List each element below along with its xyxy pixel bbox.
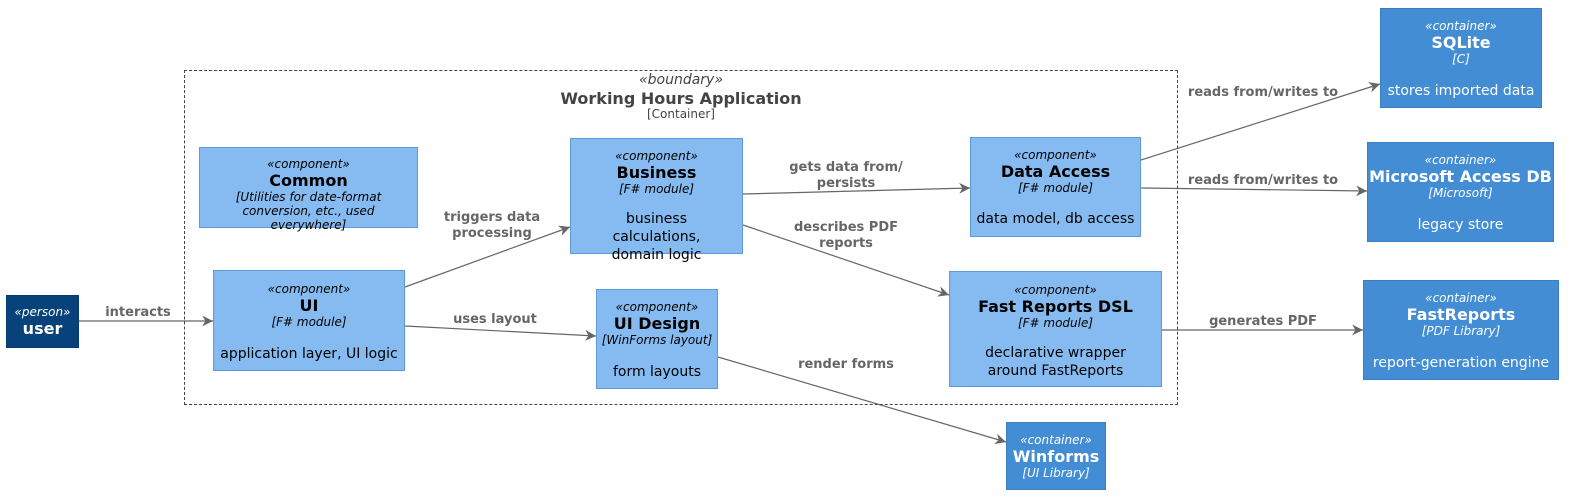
- boundary-stereotype: «boundary»: [639, 72, 723, 88]
- node-name: Data Access: [1000, 162, 1111, 181]
- label-generates-pdf: generates PDF: [1209, 314, 1317, 329]
- node-description: legacy store: [1417, 217, 1504, 233]
- edge-uidesign-winforms: [717, 356, 1007, 445]
- edge-dataaccess-msaccess: [1140, 185, 1368, 197]
- node-fastreports[interactable]: «container» FastReports [PDF Library] re…: [1363, 280, 1559, 380]
- label-describes-pdf-reports: describes PDF reports: [793, 220, 899, 251]
- node-ms-access[interactable]: «container» Microsoft Access DB [Microso…: [1367, 142, 1554, 242]
- node-sqlite[interactable]: «container» SQLite [C] stores imported d…: [1380, 8, 1542, 108]
- node-name: user: [22, 319, 63, 338]
- label-gets-data-persists: gets data from/ persists: [789, 160, 903, 191]
- node-data-access[interactable]: «component» Data Access [F# module] data…: [970, 137, 1141, 237]
- technology-label: [PDF Library]: [1421, 324, 1501, 338]
- node-common[interactable]: «component» Common [Utilities for date-f…: [199, 147, 418, 232]
- stereotype-label: «component»: [1014, 283, 1097, 297]
- node-name: UI: [299, 296, 319, 315]
- stereotype-label: «container»: [1425, 19, 1497, 33]
- technology-label: [F# module]: [1017, 181, 1094, 195]
- technology-label: [F# module]: [618, 182, 695, 196]
- technology-label: [Microsoft]: [1428, 186, 1493, 200]
- node-description: data model, db access: [976, 211, 1135, 227]
- label-reads-writes-access: reads from/writes to: [1187, 173, 1339, 188]
- stereotype-label: «component»: [615, 149, 698, 163]
- node-name: Common: [269, 171, 348, 190]
- boundary-title: Working Hours Application: [560, 89, 802, 108]
- edge-business-dataaccess: [742, 182, 971, 195]
- node-name: Microsoft Access DB: [1369, 167, 1552, 186]
- node-description: stores imported data: [1387, 83, 1535, 99]
- node-name: FastReports: [1406, 305, 1516, 324]
- node-name: Fast Reports DSL: [978, 297, 1133, 316]
- label-render-forms: render forms: [798, 357, 894, 372]
- label-reads-writes-sqlite: reads from/writes to: [1187, 85, 1339, 100]
- stereotype-label: «component»: [615, 300, 699, 314]
- stereotype-label: «container»: [1424, 153, 1497, 167]
- technology-label: [C]: [1452, 52, 1470, 66]
- label-interacts: interacts: [105, 305, 171, 320]
- edge-business-fastreportsdsl: [742, 224, 950, 297]
- node-user[interactable]: «person» user: [6, 295, 79, 348]
- stereotype-label: «component»: [267, 282, 351, 296]
- node-business[interactable]: «component» Business [F# module] busines…: [570, 138, 743, 263]
- stereotype-label: «component»: [267, 157, 350, 171]
- node-name: Business: [616, 163, 697, 182]
- stereotype-label: «component»: [1014, 148, 1097, 162]
- node-ui-design[interactable]: «component» UI Design [WinForms layout] …: [596, 289, 718, 389]
- node-description: business calculations, domain logic: [611, 211, 702, 263]
- technology-label: [WinForms layout]: [601, 333, 713, 347]
- node-winforms[interactable]: «container» Winforms [UI Library]: [1006, 422, 1106, 490]
- technology-label: [UI Library]: [1022, 466, 1090, 480]
- node-description: report-generation engine: [1372, 355, 1550, 371]
- edge-ui-business: [404, 225, 571, 288]
- node-description: form layouts: [612, 364, 702, 380]
- edge-ui-uidesign: [404, 325, 597, 341]
- label-triggers-data-processing: triggers data processing: [443, 210, 541, 241]
- label-uses-layout: uses layout: [453, 312, 537, 327]
- technology-label: [F# module]: [271, 315, 347, 329]
- technology-label: [Utilities for date-format conversion, e…: [235, 190, 382, 232]
- node-description: application layer, UI logic: [220, 346, 398, 362]
- stereotype-label: «person»: [14, 305, 71, 319]
- node-name: SQLite: [1431, 33, 1491, 52]
- stereotype-label: «container»: [1020, 433, 1092, 447]
- edge-dataaccess-sqlite: [1140, 82, 1381, 161]
- node-description: declarative wrapper around FastReports: [985, 345, 1126, 379]
- node-ui[interactable]: «component» UI [F# module] application l…: [213, 270, 405, 371]
- node-name: UI Design: [613, 314, 701, 333]
- node-fast-reports-dsl[interactable]: «component» Fast Reports DSL [F# module]…: [949, 271, 1162, 387]
- stereotype-label: «container»: [1425, 291, 1497, 305]
- node-name: Winforms: [1012, 447, 1100, 466]
- boundary-technology: [Container]: [646, 107, 715, 121]
- technology-label: [F# module]: [1017, 316, 1094, 330]
- application-boundary: [184, 70, 1178, 405]
